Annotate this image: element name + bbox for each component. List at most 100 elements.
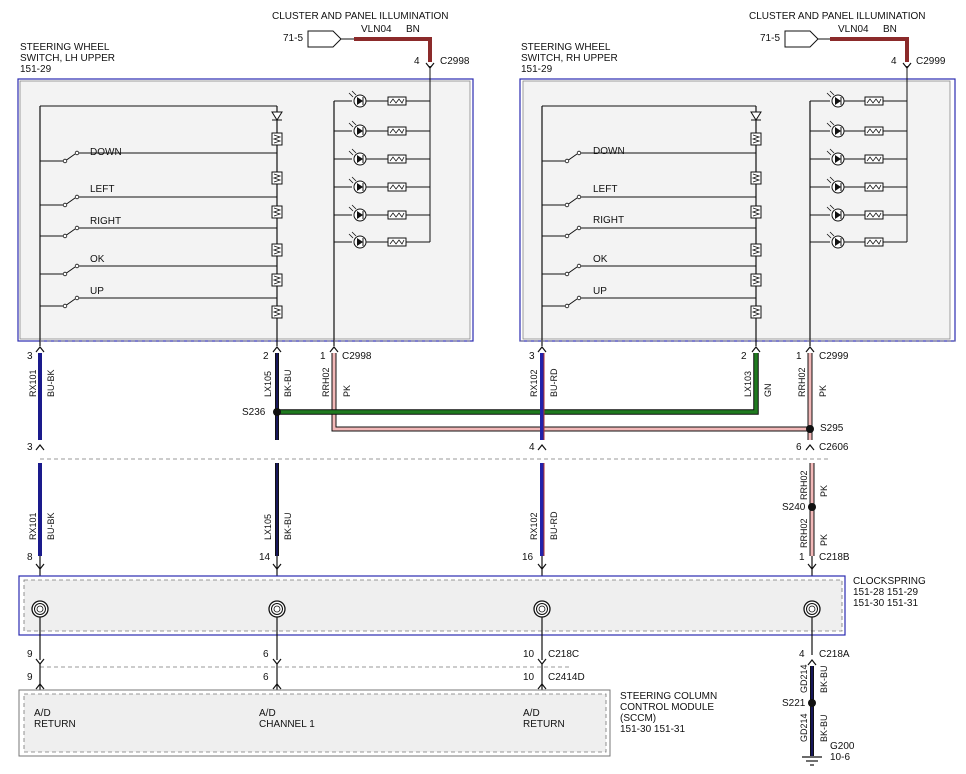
clockspring-contact — [803, 600, 821, 618]
pin-number: 3 — [27, 351, 33, 362]
pin-number: 4 — [891, 56, 897, 67]
circuit-label: RX101 — [28, 369, 38, 397]
circuit-label: RRH02 — [799, 470, 809, 500]
wire-rx101-upper: RX101 BU-BK — [28, 353, 56, 440]
splice-s236: S236 — [242, 407, 281, 418]
clockspring-contact — [268, 600, 286, 618]
wire-lx103-gn: LX103 GN — [277, 353, 773, 415]
splice-label: S295 — [820, 423, 844, 434]
wire-color-label: PK — [342, 385, 352, 397]
pin-number: 9 — [27, 672, 33, 683]
pin-number: 16 — [522, 552, 534, 563]
pin-number: 6 — [796, 442, 802, 453]
pin-number: 1 — [799, 552, 805, 563]
splice-s221 — [808, 699, 816, 707]
switch-label-ok: OK — [90, 254, 105, 265]
switch-title: SWITCH, RH UPPER — [521, 53, 618, 64]
wire-color-label: PK — [818, 385, 828, 397]
switch-ok: OK — [40, 254, 277, 277]
steering-switch-rh: STEERING WHEEL SWITCH, RH UPPER 151-29 D… — [519, 42, 956, 346]
illumination-ref-left: 71-5 — [283, 33, 303, 44]
sccm-title: (SCCM) — [620, 713, 656, 724]
switch-left: LEFT — [40, 184, 277, 208]
pin-number: 6 — [263, 672, 269, 683]
pin-number: 4 — [529, 442, 535, 453]
connector-label: C218A — [819, 649, 850, 660]
switch-down: DOWN — [542, 146, 756, 164]
switch-label-right: RIGHT — [593, 215, 624, 226]
circuit-label: RRH02 — [799, 518, 809, 548]
illumination-title-left: CLUSTER AND PANEL ILLUMINATION — [272, 11, 449, 22]
pin-number: 6 — [263, 649, 269, 660]
pin-number: 4 — [414, 56, 420, 67]
pin-function-label: RETURN — [523, 719, 565, 730]
switch-title: STEERING WHEEL — [521, 42, 611, 53]
circuit-label: GD214 — [799, 713, 809, 742]
circuit-label: VLN04 — [838, 24, 869, 35]
switch-title: STEERING WHEEL — [20, 42, 110, 53]
pin-number: 10 — [523, 649, 535, 660]
clockspring: CLOCKSPRING 151-28 151-29 151-30 151-31 — [18, 575, 926, 660]
splice-label: S221 — [782, 698, 806, 709]
connector-arrow-left — [307, 30, 342, 48]
wire-color-label: BN — [406, 24, 420, 35]
illumination-feed-right: CLUSTER AND PANEL ILLUMINATION 71-5 VLN0… — [749, 11, 946, 69]
switch-label-left: LEFT — [593, 184, 617, 195]
switch-label-right: RIGHT — [90, 216, 121, 227]
pin-number: 8 — [27, 552, 33, 563]
switch-label-up: UP — [90, 286, 104, 297]
pin-number: 1 — [320, 351, 326, 362]
switch-label-left: LEFT — [90, 184, 114, 195]
splice-s295: S295 — [806, 423, 844, 434]
circuit-label: RX101 — [28, 512, 38, 540]
splice-s240: S240 — [782, 502, 816, 513]
ground-branch: 4 C218A GD214 BK-BU S221 GD214 BK-BU G20… — [782, 649, 855, 766]
switch-label-down: DOWN — [90, 147, 122, 158]
wire-color-label: PK — [819, 534, 829, 546]
illumination-led-array — [809, 66, 908, 346]
wire-color-label: BN — [883, 24, 897, 35]
connector-label: C2998 — [342, 351, 372, 362]
switch-title: SWITCH, LH UPPER — [20, 53, 115, 64]
illumination-led-array — [333, 66, 431, 346]
wire-color-label: BK-BU — [283, 369, 293, 397]
illumination-ref-right: 71-5 — [760, 33, 780, 44]
switch-label-ok: OK — [593, 254, 608, 265]
wire-lx105-upper: LX105 BK-BU — [263, 353, 293, 440]
pin-number: 3 — [27, 442, 33, 453]
wire-color-label: BK-BU — [283, 512, 293, 540]
sccm-title: CONTROL MODULE — [620, 702, 714, 713]
pin-function-label: A/D — [259, 708, 276, 719]
wire-rx101-lower: RX101 BU-BK — [28, 463, 56, 556]
wire-rrh02-lh: RRH02 PK — [321, 353, 810, 432]
sccm-module: A/D RETURN A/D CHANNEL 1 A/D RETURN STEE… — [18, 689, 717, 757]
pin-function-label: A/D — [523, 708, 540, 719]
pin-number: 10 — [523, 672, 535, 683]
circuit-label: LX105 — [263, 371, 273, 397]
pin-function-label: A/D — [34, 708, 51, 719]
wire-color-label: BK-BU — [819, 714, 829, 742]
connector-c2414d: 9 6 10 C2414D — [27, 672, 585, 690]
wire-color-label: PK — [819, 485, 829, 497]
steering-switch-lh: STEERING WHEEL SWITCH, LH UPPER 151-29 D… — [17, 42, 474, 346]
wire-rx102-upper: RX102 BU-RD — [529, 353, 559, 440]
connector-label: C218C — [548, 649, 579, 660]
pin-number: 14 — [259, 552, 271, 563]
switch-connector-pins: 3 2 1 C2998 3 2 1 C2999 — [27, 346, 849, 362]
pin-number: 1 — [796, 351, 802, 362]
illumination-feed-left: CLUSTER AND PANEL ILLUMINATION 71-5 VLN0… — [272, 11, 470, 69]
switch-label-up: UP — [593, 286, 607, 297]
circuit-label: GD214 — [799, 664, 809, 693]
pin-number: 2 — [741, 351, 747, 362]
clockspring-page-ref: 151-30 151-31 — [853, 598, 918, 609]
switch-up: UP — [542, 286, 756, 309]
clockspring-title: CLOCKSPRING — [853, 576, 926, 587]
connector-arrow-right — [784, 30, 819, 48]
connector-label: C2999 — [916, 56, 946, 67]
connector-label: C2998 — [440, 56, 470, 67]
circuit-label: LX105 — [263, 514, 273, 540]
connector-label: C2999 — [819, 351, 849, 362]
pin-number: 4 — [799, 649, 805, 660]
splice-label: S240 — [782, 502, 806, 513]
